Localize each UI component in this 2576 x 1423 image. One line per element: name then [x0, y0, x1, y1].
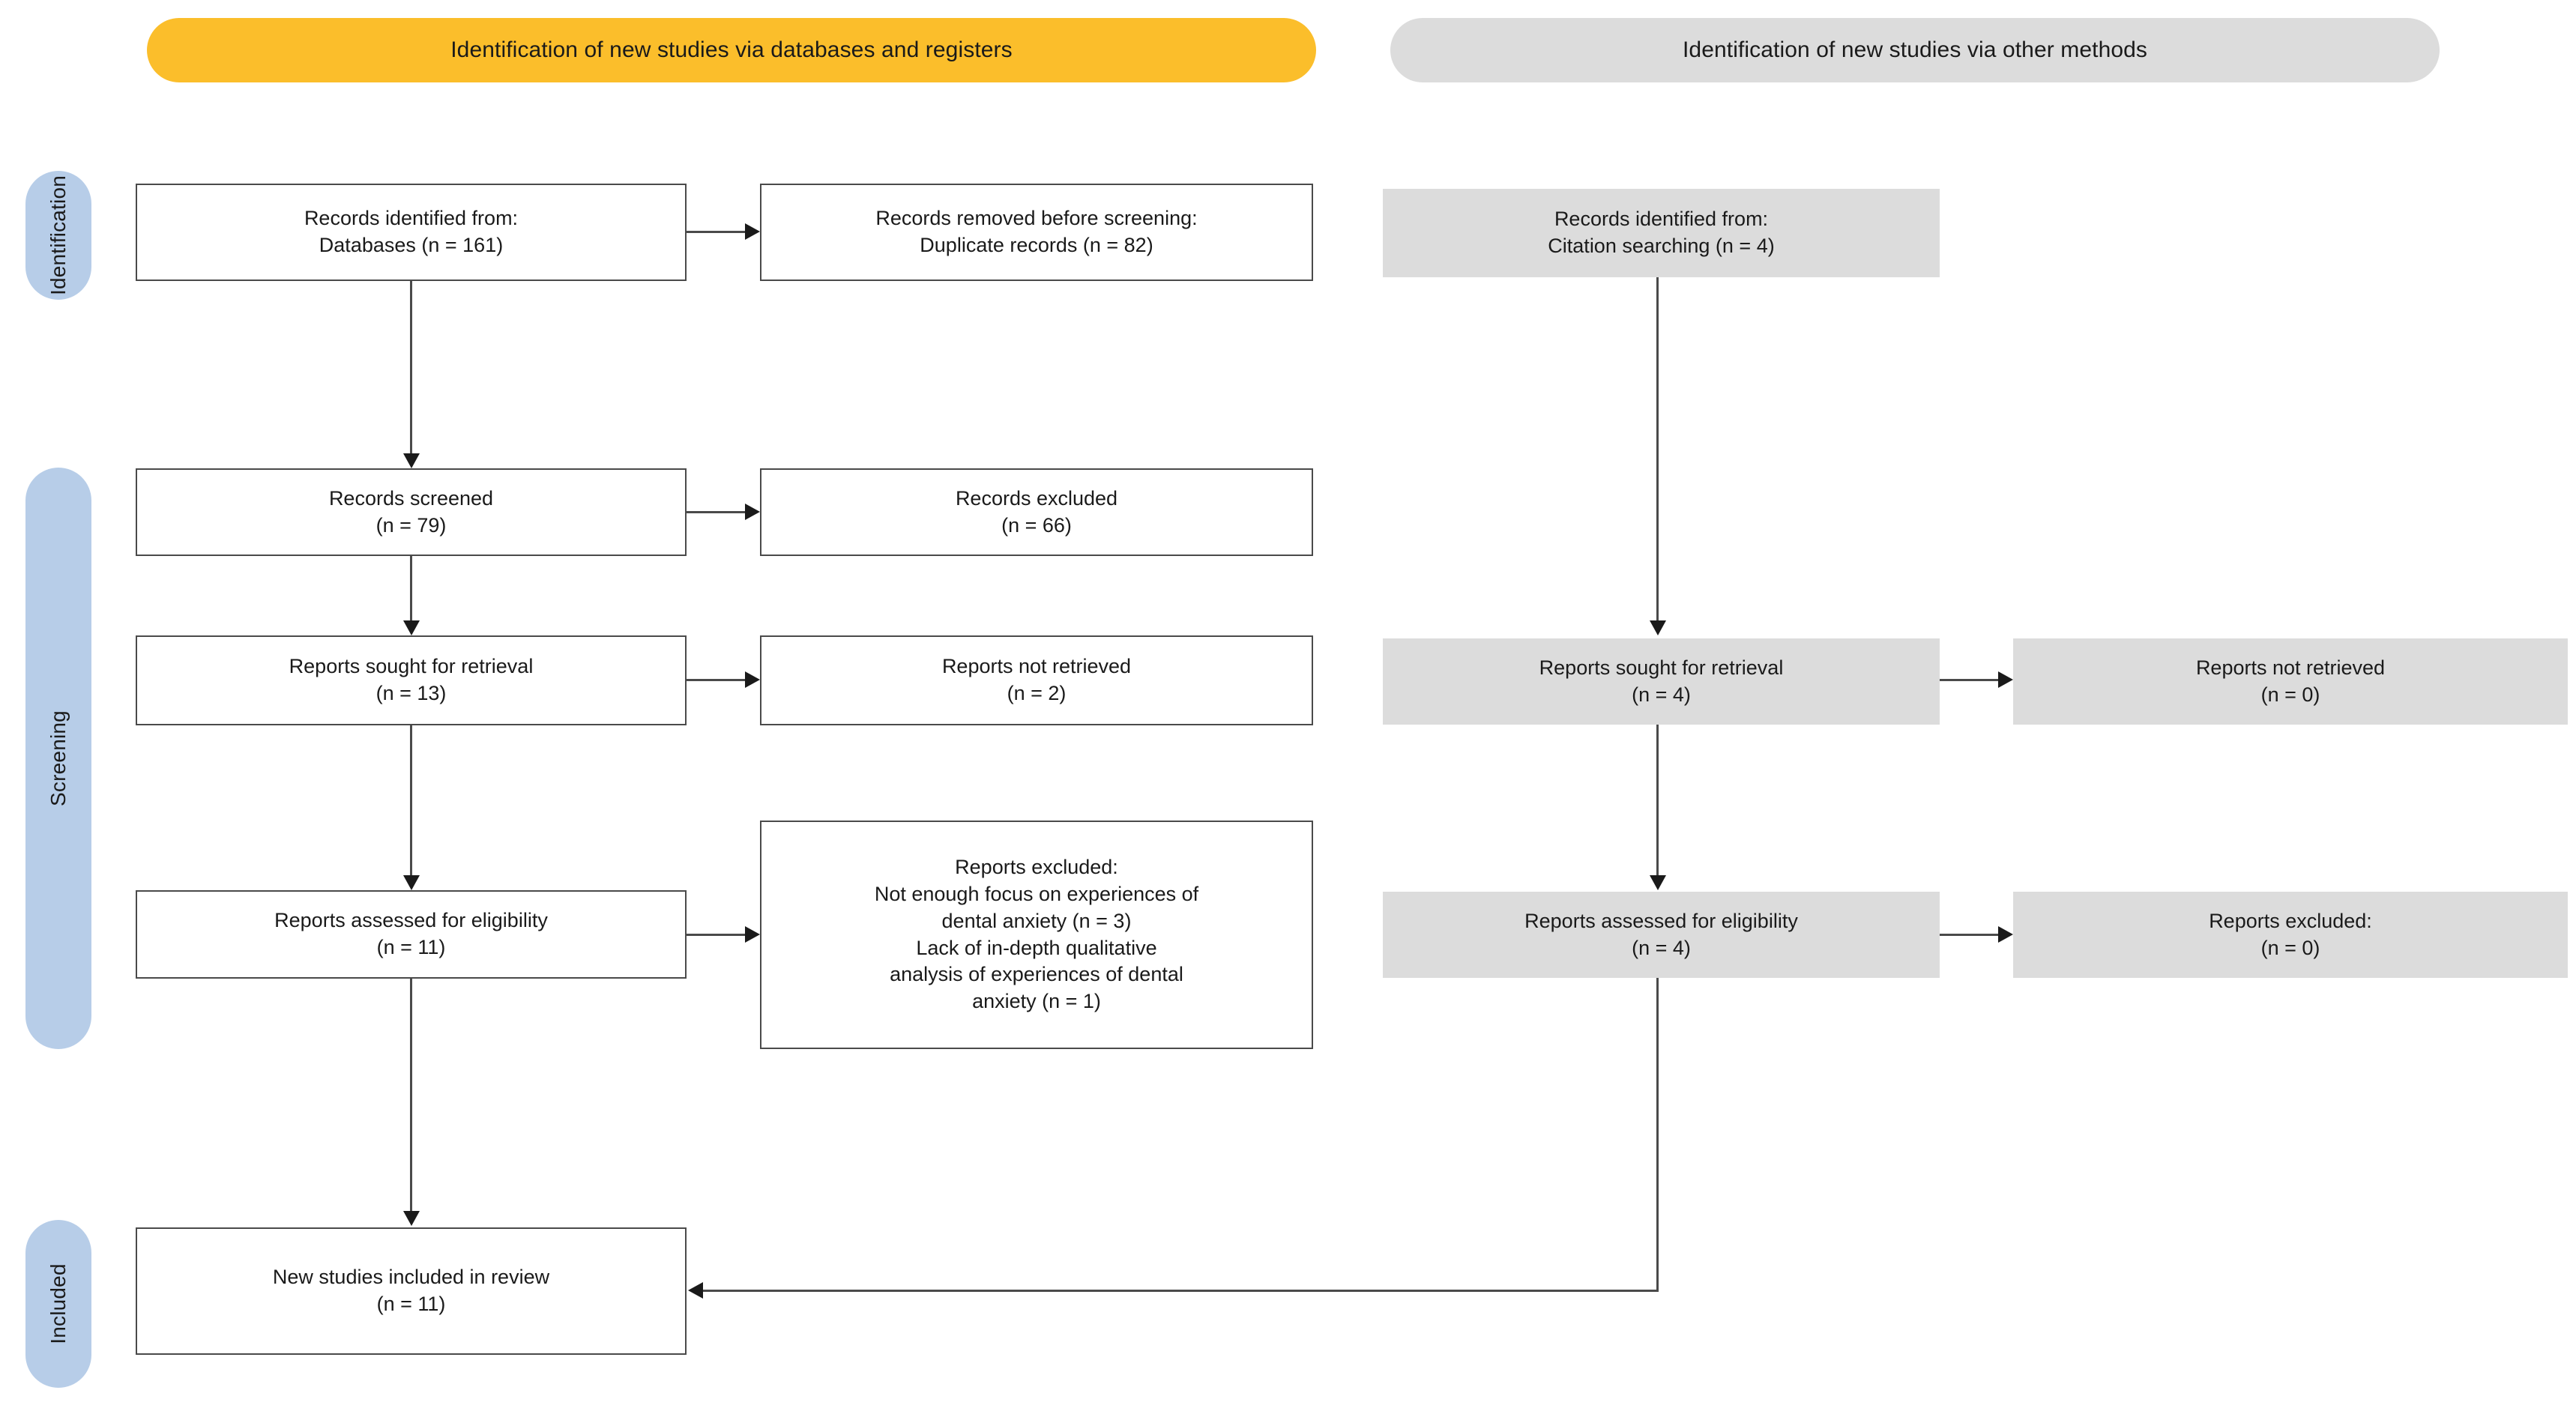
arrowhead-screened-to-sought [403, 620, 420, 635]
arrowhead-sought-to-assessed-db [403, 875, 420, 890]
phase-rail-screening-label: Screening [46, 710, 70, 806]
arrowhead-identified-to-screened [403, 453, 420, 468]
connector-other-assessed-to-included [703, 1290, 1659, 1292]
connector-sought-to-assessed-db [410, 725, 412, 875]
connector-screened-to-sought [410, 556, 412, 620]
connector-assessed-to-included [410, 979, 412, 1211]
connector-identified-to-removed [687, 231, 745, 233]
box-reports-assessed-databases: Reports assessed for eligibility (n = 11… [136, 890, 687, 979]
box-reports-sought-databases: Reports sought for retrieval (n = 13) [136, 635, 687, 725]
phase-rail-included-label: Included [46, 1263, 70, 1344]
box-records-removed-before-screening: Records removed before screening: Duplic… [760, 184, 1313, 281]
box-new-studies-included: New studies included in review (n = 11) [136, 1227, 687, 1355]
banner-other-methods: Identification of new studies via other … [1390, 18, 2440, 82]
connector-assessed-to-excluded-other [1940, 934, 1998, 936]
connector-sought-to-not-retrieved-other [1940, 679, 1998, 681]
connector-other-assessed-down [1656, 978, 1659, 1292]
phase-rail-included: Included [25, 1220, 91, 1388]
box-reports-excluded-other: Reports excluded: (n = 0) [2013, 892, 2568, 978]
arrowhead-identified-to-removed [745, 223, 760, 240]
connector-screened-to-excluded [687, 511, 745, 513]
box-records-identified-databases: Records identified from: Databases (n = … [136, 184, 687, 281]
box-reports-sought-other: Reports sought for retrieval (n = 4) [1383, 638, 1940, 725]
arrowhead-assessed-to-included [403, 1211, 420, 1226]
connector-assessed-to-excluded-db [687, 934, 745, 936]
connector-sought-to-not-retrieved-db [687, 679, 745, 681]
phase-rail-identification-label: Identification [46, 175, 70, 296]
box-reports-not-retrieved-other: Reports not retrieved (n = 0) [2013, 638, 2568, 725]
connector-sought-to-assessed-other [1656, 725, 1659, 875]
connector-citation-to-sought [1656, 277, 1659, 620]
phase-rail-screening: Screening [25, 468, 91, 1049]
arrowhead-assessed-to-excluded-other [1998, 926, 2013, 943]
box-reports-assessed-other: Reports assessed for eligibility (n = 4) [1383, 892, 1940, 978]
arrowhead-sought-to-assessed-other [1650, 875, 1666, 890]
arrowhead-sought-to-not-retrieved-other [1998, 671, 2013, 688]
box-records-excluded: Records excluded (n = 66) [760, 468, 1313, 556]
arrowhead-screened-to-excluded [745, 504, 760, 520]
phase-rail-identification: Identification [25, 171, 91, 300]
arrowhead-sought-to-not-retrieved-db [745, 671, 760, 688]
box-records-screened: Records screened (n = 79) [136, 468, 687, 556]
box-reports-excluded-databases: Reports excluded: Not enough focus on ex… [760, 821, 1313, 1049]
box-records-identified-citation-searching: Records identified from: Citation search… [1383, 189, 1940, 277]
arrowhead-citation-to-sought [1650, 620, 1666, 635]
box-reports-not-retrieved-databases: Reports not retrieved (n = 2) [760, 635, 1313, 725]
connector-identified-to-screened [410, 281, 412, 453]
arrowhead-other-assessed-to-included [688, 1282, 703, 1299]
arrowhead-assessed-to-excluded-db [745, 926, 760, 943]
banner-databases-and-registers: Identification of new studies via databa… [147, 18, 1316, 82]
